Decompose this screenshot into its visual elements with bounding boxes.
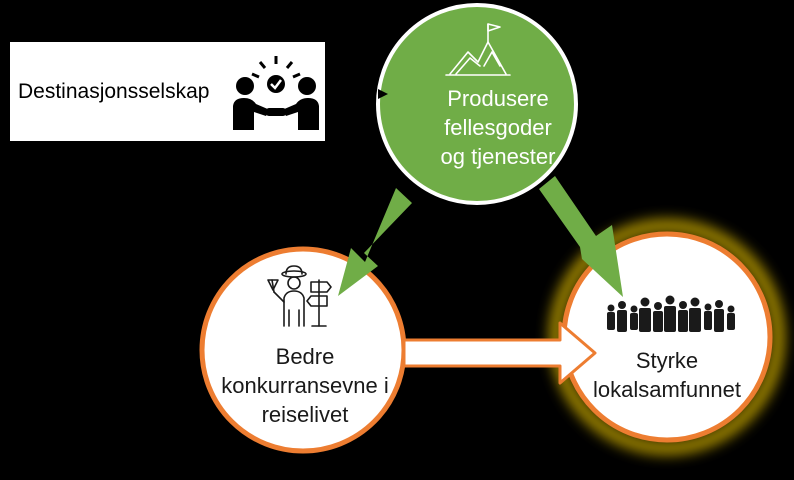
top-circle bbox=[376, 3, 578, 205]
top-node-line-3: og tjenester bbox=[440, 144, 556, 169]
right-node-line-1: Styrke bbox=[635, 348, 699, 373]
right-node-line-2: lokalsamfunnet bbox=[593, 377, 741, 402]
top-node-line-2: fellesgoder bbox=[444, 115, 552, 140]
arrow-top-to-right bbox=[539, 176, 623, 297]
arrow-top-to-left bbox=[338, 188, 412, 296]
left-node-text: Bedre konkurransevne i reiselivet bbox=[199, 342, 411, 429]
right-node-text: Styrke lokalsamfunnet bbox=[567, 346, 767, 404]
organization-label-box: Destinasjonsselskap bbox=[10, 42, 325, 141]
handshake-people-icon bbox=[233, 56, 319, 130]
organization-label: Destinasjonsselskap bbox=[18, 80, 210, 103]
top-node-line-1: Produsere bbox=[447, 86, 549, 111]
left-node-line-3: reiselivet bbox=[261, 402, 349, 427]
left-node-line-2: konkurransevne i bbox=[221, 373, 389, 398]
mountain-flag-icon bbox=[445, 23, 511, 76]
pointer-marker bbox=[378, 89, 388, 99]
guide-signpost-icon bbox=[267, 265, 332, 327]
crowd-icon bbox=[607, 295, 735, 332]
arrow-left-to-right bbox=[402, 321, 597, 385]
left-node-line-1: Bedre bbox=[275, 344, 335, 369]
right-circle-glow bbox=[550, 220, 784, 454]
top-node-text: Produsere fellesgoder og tjenester bbox=[398, 84, 598, 171]
